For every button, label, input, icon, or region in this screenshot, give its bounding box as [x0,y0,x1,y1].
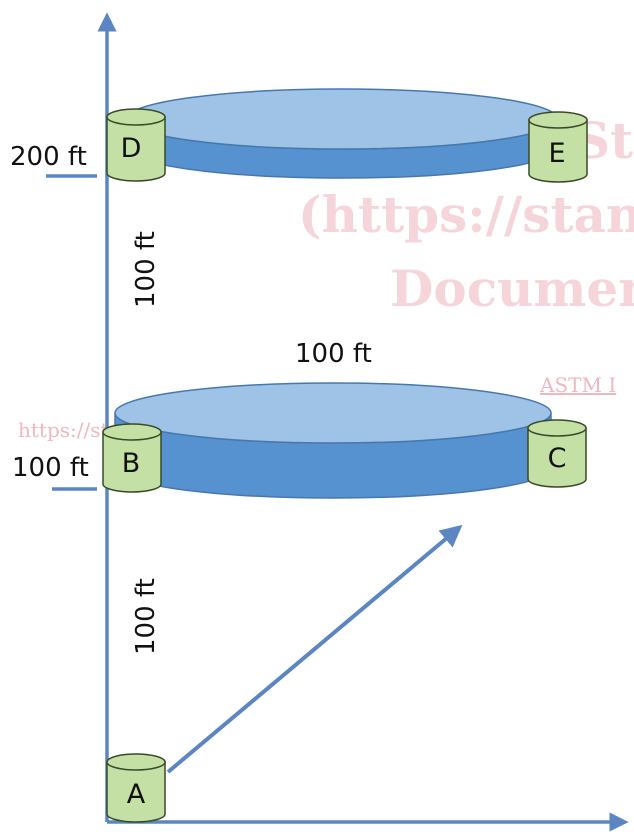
elevation-label-100ft: 100 ft [12,453,89,483]
watermark-standard: ASTM I [539,373,616,397]
lower-disk [114,382,552,499]
diagonal-arrow [166,524,463,774]
watermark-line-3: Documen [390,259,634,318]
watermark-line-2: (https://stan [298,185,634,244]
vertical-distance-label-upper: 100 ft [131,231,161,308]
elevation-label-200ft: 200 ft [10,142,87,172]
node-b: B [102,423,162,493]
node-d-label: D [121,133,142,164]
node-e-label: E [548,138,565,169]
node-a-label: A [127,779,146,810]
node-c: C [527,419,587,488]
node-c-label: C [548,443,567,474]
vertical-distance-label-lower: 100 ft [131,578,161,655]
node-a: A [106,753,166,823]
lower-disk-top [114,382,552,444]
upper-disk-top [125,88,559,150]
node-b-label: B [122,448,141,479]
horizontal-distance-label: 100 ft [295,339,372,369]
upper-disk [125,88,559,179]
node-d: D [106,108,166,182]
node-e: E [528,111,588,183]
